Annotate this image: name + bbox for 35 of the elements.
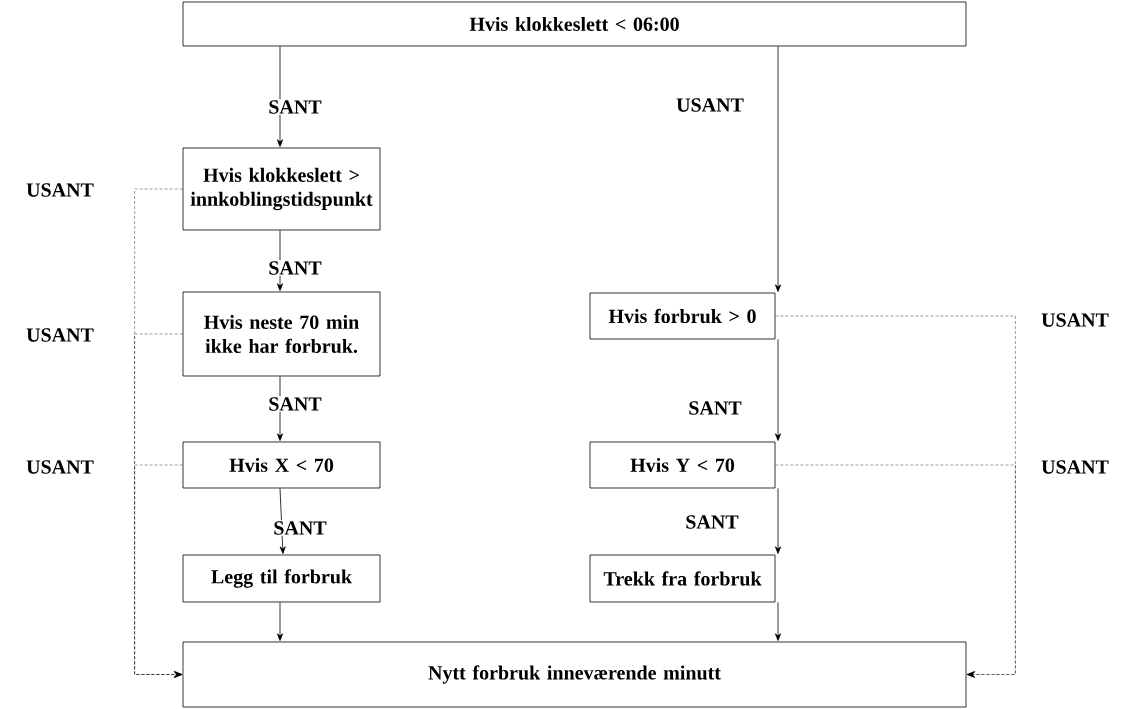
arrow [134,188,183,678]
arrow [775,339,781,441]
edge-label: SANT [267,99,323,115]
process-box: Hvis X < 70 [182,441,381,489]
process-box: Legg til forbruk [182,554,381,603]
edge-label: USANT [1040,459,1110,475]
edge-label: USANT [675,97,745,113]
arrow [277,376,283,441]
edge-label: USANT [25,459,95,475]
arrow [775,315,1016,678]
edge-label: SANT [267,396,323,412]
edge-label: USANT [25,327,95,343]
edge-label: SANT [272,520,328,536]
process-box: Hvis Y < 70 [589,441,776,489]
edge-label: SANT [687,400,743,416]
process-box: Hvis klokkeslett < 06:00 [182,1,967,47]
process-box: Nytt forbruk inneværende minutt [182,641,967,708]
process-box: Hvis forbruk > 0 [589,292,776,340]
edge-label: USANT [25,182,95,198]
arrow [134,464,183,678]
edge-label: SANT [684,514,740,530]
arrow [277,46,283,147]
arrow [775,488,781,554]
process-box: Hvis neste 70 min ikke har forbruk. [182,291,381,377]
process-box: Hvis klokkeslett > innkoblingstidspunkt [182,147,381,231]
arrow [277,602,283,641]
edge-label: USANT [1040,312,1110,328]
arrow [279,488,286,554]
arrow [775,46,781,292]
arrow [134,333,183,678]
edge-label: SANT [267,260,323,276]
arrow [775,602,781,641]
process-box: Trekk fra forbruk [589,554,776,603]
arrow [775,464,1016,678]
arrow [277,230,283,291]
